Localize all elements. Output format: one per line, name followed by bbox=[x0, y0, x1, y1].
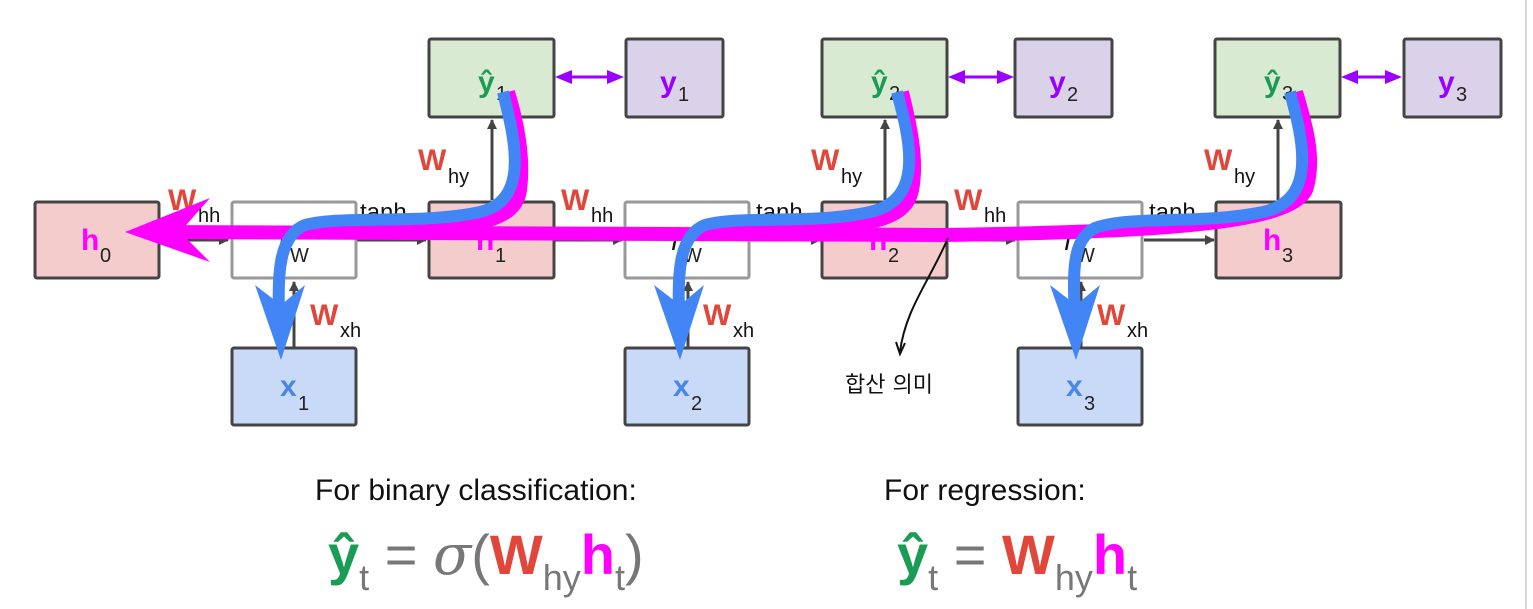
formula-w-sub: hy bbox=[1054, 557, 1093, 598]
hidden-sub: 1 bbox=[495, 245, 506, 267]
svg-text:hh: hh bbox=[591, 205, 613, 227]
weight-hh-3: W hh bbox=[954, 184, 1006, 227]
input-label: x bbox=[673, 370, 690, 403]
target-sub: 1 bbox=[678, 84, 689, 106]
classification-title: For binary classification: bbox=[315, 474, 637, 507]
hidden-sub: 0 bbox=[100, 245, 111, 267]
formula-yhat: ŷ bbox=[328, 523, 360, 586]
formula-yhat-sub: t bbox=[359, 557, 370, 598]
target-label: y bbox=[1438, 66, 1455, 99]
weight-xh-2: W xh bbox=[703, 299, 754, 342]
blue-arrowhead-x1 bbox=[255, 285, 305, 360]
output-box-2: ŷ 2 bbox=[820, 37, 949, 119]
loss-arrow-3 bbox=[1341, 70, 1402, 84]
blue-arrowhead-x3 bbox=[1050, 285, 1100, 360]
svg-text:hy: hy bbox=[448, 166, 469, 188]
annotation-arrowhead bbox=[895, 341, 906, 357]
target-label: y bbox=[1049, 66, 1066, 99]
svg-text:xh: xh bbox=[1127, 320, 1148, 342]
target-box-1: y 1 bbox=[624, 37, 725, 119]
loss-arrow-2 bbox=[948, 70, 1014, 84]
target-sub: 2 bbox=[1067, 84, 1078, 106]
formula-close-paren: ) bbox=[625, 523, 644, 586]
weight-hh-2: W hh bbox=[561, 184, 613, 227]
backprop-input-paths bbox=[272, 90, 1309, 331]
input-sub: 1 bbox=[298, 393, 309, 415]
input-label: x bbox=[280, 370, 297, 403]
formula-yhat-sub: t bbox=[928, 557, 939, 598]
input-box-2: x 2 bbox=[623, 346, 751, 427]
input-box-3: x 3 bbox=[1016, 346, 1144, 427]
formula-h-sub: t bbox=[1127, 557, 1138, 598]
svg-text:W: W bbox=[954, 184, 983, 217]
svg-text:hy: hy bbox=[841, 166, 862, 188]
blue-arrowhead-x2 bbox=[654, 285, 704, 360]
formula-equals: = bbox=[938, 523, 1002, 586]
svg-text:W: W bbox=[418, 144, 447, 177]
regression-title: For regression: bbox=[884, 474, 1086, 507]
formula-equals: = bbox=[369, 523, 433, 586]
formula-w-sub: hy bbox=[542, 557, 581, 598]
hidden-sub: 2 bbox=[888, 245, 899, 267]
weight-hy-2: W hy bbox=[811, 144, 862, 188]
weight-xh-1: W xh bbox=[310, 299, 361, 342]
hidden-label: h bbox=[81, 224, 99, 257]
loss-arrows bbox=[555, 70, 1402, 84]
weight-xh-3: W xh bbox=[1097, 299, 1148, 342]
regression-formula: ŷt = Whyht bbox=[897, 522, 1137, 599]
svg-text:W: W bbox=[1204, 144, 1233, 177]
cell-label: f bbox=[1064, 225, 1075, 256]
formula-open-paren: ( bbox=[471, 523, 490, 586]
output-label: ŷ bbox=[871, 66, 888, 99]
annotation-note: 합산 의미 bbox=[845, 373, 933, 398]
svg-text:W: W bbox=[561, 184, 590, 217]
output-label: ŷ bbox=[1264, 66, 1281, 99]
formula-sigma: σ bbox=[433, 523, 472, 588]
svg-text:hh: hh bbox=[198, 205, 220, 227]
weight-hy-1: W hy bbox=[418, 144, 469, 188]
svg-text:W: W bbox=[310, 299, 339, 332]
formula-h-sub: t bbox=[615, 557, 626, 598]
backprop-arrowhead-h0 bbox=[125, 198, 210, 262]
target-label: y bbox=[660, 66, 677, 99]
formula-w: W bbox=[489, 523, 543, 586]
svg-text:W: W bbox=[703, 299, 732, 332]
formula-h: h bbox=[580, 523, 615, 586]
svg-text:hy: hy bbox=[1234, 166, 1255, 188]
output-box-1: ŷ 1 bbox=[427, 37, 556, 119]
hidden-sub: 3 bbox=[1282, 245, 1293, 267]
input-sub: 2 bbox=[691, 393, 702, 415]
annotation-arrow bbox=[899, 237, 949, 353]
hidden-box-0: h 0 bbox=[33, 200, 161, 280]
formula-w: W bbox=[1002, 523, 1055, 586]
hidden-label: h bbox=[1263, 224, 1281, 257]
target-sub: 3 bbox=[1456, 84, 1467, 106]
cell-sub: W bbox=[290, 245, 309, 267]
formula-h: h bbox=[1092, 523, 1128, 586]
input-box-1: x 1 bbox=[230, 346, 358, 427]
input-sub: 3 bbox=[1084, 393, 1095, 415]
output-box-3: ŷ 3 bbox=[1213, 37, 1342, 119]
target-box-2: y 2 bbox=[1013, 37, 1114, 119]
svg-text:xh: xh bbox=[340, 320, 361, 342]
backprop-input-arrowheads bbox=[255, 285, 1100, 360]
formula-yhat: ŷ bbox=[897, 523, 929, 586]
input-label: x bbox=[1066, 370, 1083, 403]
svg-text:W: W bbox=[1097, 299, 1126, 332]
output-label: ŷ bbox=[478, 66, 495, 99]
svg-text:hh: hh bbox=[984, 205, 1006, 227]
svg-text:xh: xh bbox=[733, 320, 754, 342]
weight-hy-3: W hy bbox=[1204, 144, 1255, 188]
loss-arrow-1 bbox=[555, 70, 624, 84]
target-box-3: y 3 bbox=[1402, 37, 1503, 119]
svg-text:W: W bbox=[811, 144, 840, 177]
classification-formula: ŷt = σ(Whyht) bbox=[328, 522, 644, 599]
